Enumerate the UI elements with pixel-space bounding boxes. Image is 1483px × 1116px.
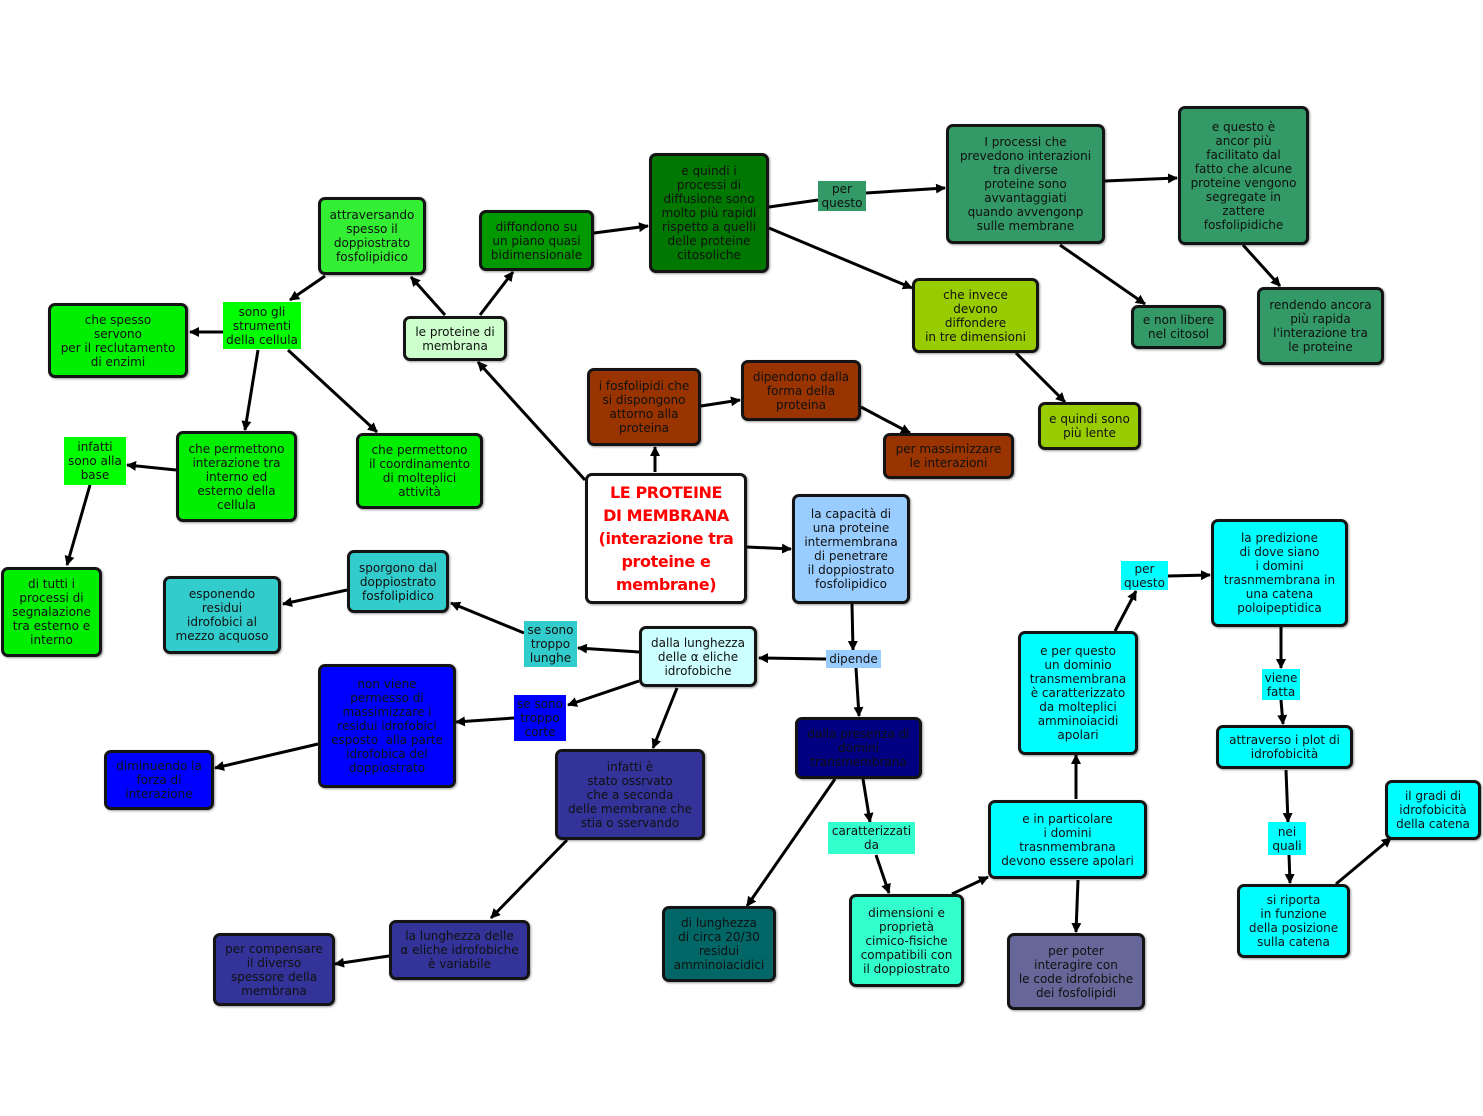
node-attraversando[interactable]: attraversando spesso il doppiostrato fos…	[318, 197, 426, 275]
node-interno-esterno[interactable]: che permettono interazione tra interno e…	[176, 431, 297, 522]
connector-arrow	[289, 274, 326, 302]
connector-arrow	[489, 838, 569, 920]
node-reclutamento-enzimi[interactable]: che spesso servono per il reclutamento d…	[48, 303, 188, 378]
link-label-nei-quali: nei quali	[1268, 822, 1306, 855]
node-non-permesso[interactable]: non viene permesso di massimizzare i res…	[318, 664, 456, 788]
node-compensare-spessore[interactable]: per compensare il diverso spessore della…	[213, 933, 335, 1006]
connector-arrow	[1277, 699, 1288, 725]
link-label-viene-fatta: viene fatta	[1262, 669, 1300, 700]
node-fosfolipidi[interactable]: i fosfolipidi che si dispongono attorno …	[587, 368, 701, 446]
node-esponendo-residui[interactable]: esponendo residui idrofobici al mezzo ac…	[163, 576, 281, 654]
connector-arrow	[874, 854, 891, 894]
connector-arrow	[1335, 836, 1392, 886]
connector-arrow	[450, 601, 525, 635]
connector-arrow	[1104, 173, 1178, 184]
connector-arrow	[951, 875, 989, 896]
node-domini-transmembrana[interactable]: dalla presenza di domini transmembrana	[795, 717, 922, 779]
connector-arrow	[651, 687, 679, 749]
connector-arrow	[847, 603, 858, 651]
node-interazione-rapida[interactable]: rendendo ancora più rapida l'interazione…	[1257, 287, 1384, 365]
link-label-alla-base: infatti sono alla base	[64, 437, 126, 485]
link-label-dipende: dipende	[826, 650, 881, 668]
node-tre-dimensioni[interactable]: che invece devono diffondere in tre dime…	[912, 278, 1039, 353]
node-segnalazione[interactable]: di tutti i processi di segnalazione tra …	[1, 567, 102, 657]
node-diffusione-rapida[interactable]: e quindi i processi di diffusione sono m…	[649, 153, 769, 273]
node-proprieta-chimico-fisiche[interactable]: dimensioni e proprietà cimico-fisiche co…	[849, 894, 964, 987]
node-diminuendo-forza[interactable]: diminuendo la forza di interazione	[104, 750, 214, 810]
connector-arrow	[126, 460, 177, 472]
connector-arrow	[1014, 351, 1067, 404]
connector-arrow	[241, 349, 260, 431]
connector-arrow	[334, 954, 390, 968]
connector-arrow	[853, 667, 864, 717]
connector-arrow	[1059, 243, 1146, 306]
node-diffondono[interactable]: diffondono su un piano quasi bidimension…	[479, 210, 594, 271]
node-amminoacidi-apolari[interactable]: e per questo un dominio transmembrana è …	[1018, 631, 1138, 755]
connector-arrow	[476, 360, 587, 482]
connector-arrow	[865, 183, 946, 195]
link-label-troppo-corte: se sono troppo corte	[514, 695, 566, 741]
node-proteine-di-membrana[interactable]: le proteine di membrana	[403, 316, 507, 361]
connector-arrow	[478, 271, 515, 316]
connector-arrow	[409, 275, 447, 317]
node-predizione[interactable]: la predizione di dove siano i domini tra…	[1211, 519, 1348, 627]
connector-arrow	[282, 588, 348, 607]
node-osservato[interactable]: infatti è stato ossrvato che a seconda d…	[555, 749, 705, 840]
connector-arrow	[214, 742, 319, 771]
connector-arrow	[286, 348, 379, 434]
central-concept-node[interactable]: LE PROTEINE DI MEMBRANA (interazione tra…	[585, 473, 747, 604]
node-sporgono[interactable]: sporgono dal doppiostrato fosfolipidico	[347, 550, 449, 613]
connector-arrow	[455, 716, 515, 727]
node-massimizzare-interazioni[interactable]: per massimizzare le interazioni	[883, 433, 1014, 479]
link-label-per-questo-2: per questo	[1121, 561, 1168, 590]
node-lunghezza-eliche[interactable]: dalla lunghezza delle α eliche idrofobic…	[639, 626, 757, 687]
connector-arrow	[1167, 570, 1211, 581]
connector-arrow	[1241, 243, 1282, 288]
connector-arrow	[768, 226, 913, 290]
node-non-libere-citosol[interactable]: e non libere nel citosol	[1131, 305, 1226, 349]
connector-arrow	[593, 222, 649, 235]
link-label-troppo-lunghe: se sono troppo lunghe	[524, 621, 577, 667]
node-piu-lente[interactable]: e quindi sono più lente	[1038, 402, 1141, 450]
connector-arrow	[577, 643, 640, 654]
node-lunghezza-variabile[interactable]: la lunghezza delle α eliche idrofobiche …	[389, 920, 530, 980]
node-code-idrofobiche[interactable]: per poter interagire con le code idrofob…	[1007, 933, 1145, 1010]
node-zattere-fosfolipidiche[interactable]: e questo è ancor più facilitato dal fatt…	[1178, 106, 1309, 245]
connector-arrow	[768, 198, 819, 209]
connector-arrow	[1113, 590, 1138, 632]
node-posizione-catena[interactable]: si riporta in funzione della posizione s…	[1237, 884, 1350, 958]
link-label-per-questo: per questo	[818, 181, 866, 211]
node-domini-apolari[interactable]: e in particolare i domini trasnmembrana …	[988, 800, 1147, 879]
connector-arrow	[700, 396, 741, 408]
connector-arrow	[746, 543, 792, 554]
connector-arrow	[1282, 769, 1293, 823]
node-forma-proteina[interactable]: dipendono dalla forma della proteina	[741, 360, 861, 421]
node-processi-interazioni[interactable]: I processi che prevedono interazioni tra…	[946, 124, 1105, 244]
connector-arrow	[758, 653, 827, 664]
connector-arrow	[1071, 879, 1082, 933]
connector-arrow	[860, 405, 911, 435]
node-lunghezza-residui[interactable]: di lunghezza di circa 20/30 residui ammi…	[662, 906, 776, 982]
node-grado-idrofobicita[interactable]: il gradi di idrofobicità della catena	[1385, 780, 1481, 840]
connector-arrow	[64, 484, 92, 566]
link-label-strumenti: sono gli strumenti della cellula	[223, 302, 301, 349]
connector-arrow	[745, 778, 837, 907]
node-coordinamento[interactable]: che permettono il coordinamento di molte…	[356, 433, 483, 509]
connector-arrow	[861, 778, 874, 823]
node-plot-idrofobicita[interactable]: attraverso i plot di idrofobicità	[1216, 725, 1353, 769]
connector-arrow	[567, 679, 640, 707]
node-capacita-penetrare[interactable]: la capacità di una proteine intermembran…	[792, 494, 910, 604]
link-label-caratterizzati: caratterizzati da	[828, 822, 915, 854]
connector-arrow	[1284, 854, 1295, 884]
